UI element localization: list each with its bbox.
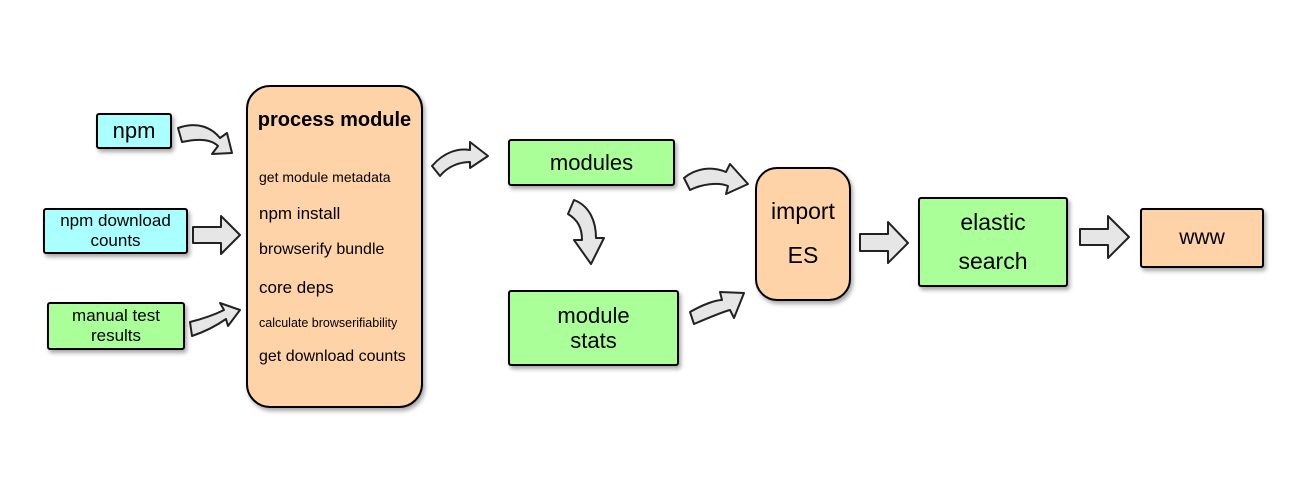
process-step-npm-install: npm install	[259, 204, 341, 223]
manual-test-results-label-line2: results	[90, 326, 142, 345]
arrow-download-counts-to-process	[192, 215, 241, 255]
module-stats-label-line2: stats	[570, 328, 617, 353]
modules-label: modules	[549, 149, 634, 175]
process-step-get-module-metadata: get module metadata	[259, 169, 391, 185]
arrow-modules-to-import	[683, 163, 749, 195]
module-stats-node: module stats	[508, 290, 679, 366]
arrow-manual-to-process	[189, 302, 241, 337]
npm-download-counts-label-line2: counts	[90, 231, 141, 250]
import-es-node: import ES	[755, 167, 851, 301]
elastic-search-node: elastic search	[918, 197, 1068, 287]
module-stats-label-line1: module	[557, 302, 630, 328]
arrow-process-to-modules	[431, 141, 489, 177]
process-step-get-download-counts: get download counts	[259, 348, 406, 365]
modules-node: modules	[508, 139, 675, 186]
npm-node: npm	[96, 113, 172, 149]
arrow-import-to-elastic	[859, 221, 909, 264]
process-module-title: process module	[257, 109, 412, 131]
arrow-npm-to-process	[177, 124, 233, 155]
elastic-search-label-line1: elastic	[960, 208, 1026, 235]
manual-test-results-label-line1: manual test	[72, 306, 160, 326]
import-es-label-line1: import	[771, 198, 835, 225]
arrow-elastic-to-www	[1079, 215, 1130, 259]
npm-download-counts-node: npm download counts	[43, 208, 188, 254]
www-label: www	[1179, 225, 1225, 249]
process-step-calculate-browserifiability: calculate browserifiability	[259, 316, 398, 330]
elastic-search-label-line2: search	[958, 248, 1028, 274]
process-step-browserify-bundle: browserify bundle	[259, 241, 385, 258]
process-module-node: process module get module metadata npm i…	[246, 85, 423, 408]
npm-download-counts-label-line1: npm download	[60, 211, 171, 231]
import-es-label-line2: ES	[787, 242, 819, 268]
manual-test-results-node: manual test results	[47, 302, 185, 350]
arrow-stats-to-import	[689, 291, 745, 325]
www-node: www	[1140, 208, 1264, 268]
arrow-modules-to-stats	[567, 199, 605, 265]
process-step-core-deps: core deps	[259, 278, 334, 297]
npm-label: npm	[112, 118, 156, 144]
